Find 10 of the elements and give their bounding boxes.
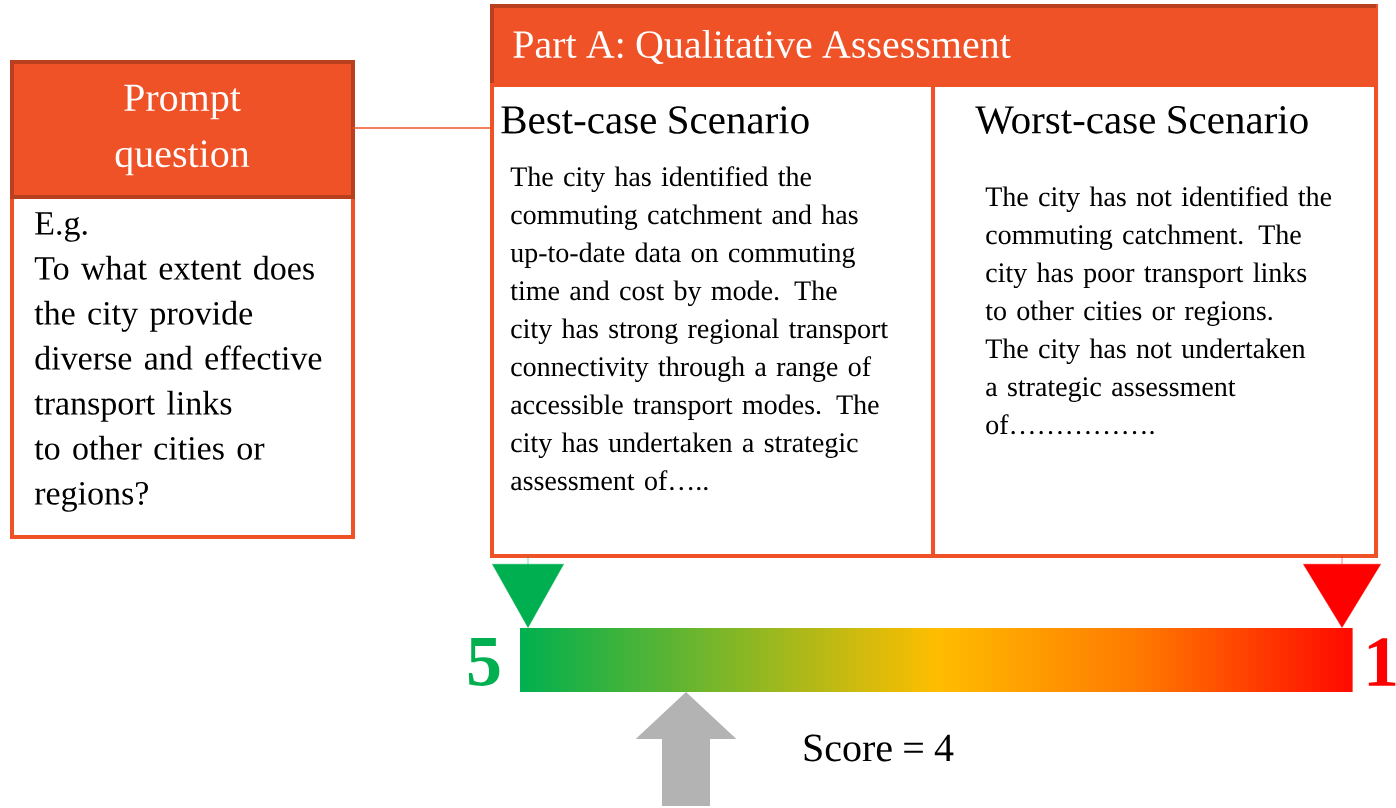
scale-number: 5 — [468, 638, 500, 686]
score-label: Score = 4 — [804, 734, 954, 762]
prompt-card: Prompt question E.g. To what extent does the city provide diverse and effective transport links to other cities or regions? — [10, 60, 355, 539]
scenario-box: Best-case Scenario The city has identified the commuting catchment and has up-to-date data on commuting time and cost by mode. The city has strong regional transport connectivity through a range of accessible transport modes. The city has undertaken a strategic assessment of….. — [490, 83, 935, 558]
scenario-box: Worst-case Scenario The city has not identified the commuting catchment. The city has poor transport links to other cities or regions. The city has not undertaken a strategic assessment of……………. — [931, 83, 1379, 558]
pointer-triangle — [1303, 555, 1381, 628]
scale-number: 1 — [1368, 638, 1396, 686]
connector-line — [352, 127, 493, 129]
pointer-triangle — [492, 555, 564, 628]
gradient-scale-bar — [520, 628, 1353, 692]
